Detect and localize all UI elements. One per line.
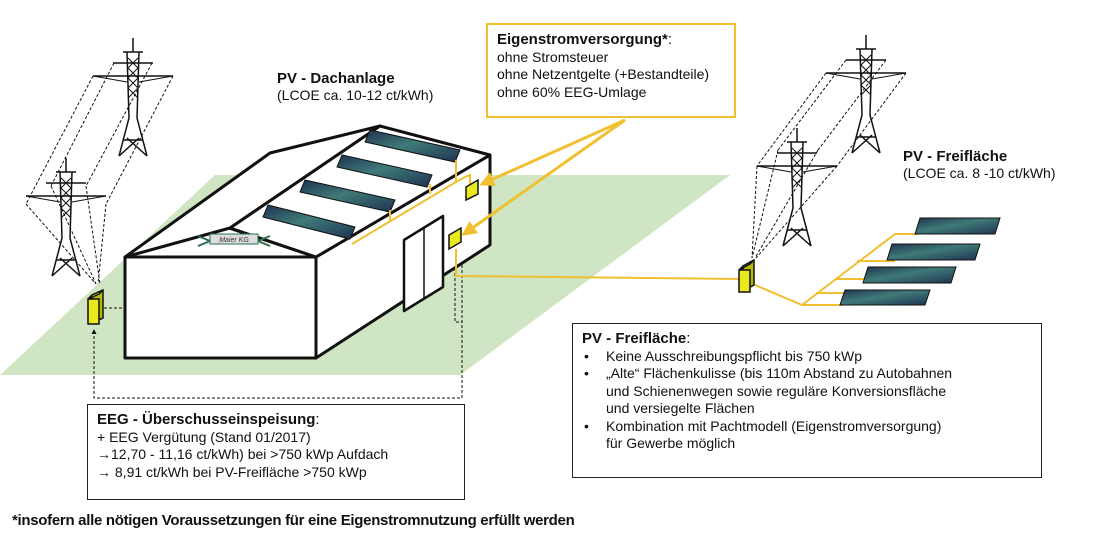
arrow-to-meter-2 bbox=[461, 118, 626, 236]
ground-mounted-label: PV - Freifläche (LCOE ca. 8 -10 ct/kWh) bbox=[903, 148, 1055, 182]
self-supply-line: ohne 60% EEG-Umlage bbox=[497, 83, 647, 100]
cable-to-field bbox=[455, 249, 743, 280]
ground-mounted-title: PV - Freifläche bbox=[903, 148, 1008, 165]
arrow-to-meter-1 bbox=[479, 118, 626, 186]
ground-mounted-lcoe: (LCOE ca. 8 -10 ct/kWh) bbox=[903, 165, 1056, 181]
rooftop-label: PV - Dachanlage (LCOE ca. 10-12 ct/kWh) bbox=[277, 70, 433, 104]
rooftop-lcoe: (LCOE ca. 10-12 ct/kWh) bbox=[277, 87, 434, 103]
feed-in-line: → 8,91 ct/kWh bei PV-Freifläche >750 kWp bbox=[97, 463, 367, 480]
feed-in-line: →12,70 - 11,16 ct/kWh) bei >750 kWp Aufd… bbox=[97, 446, 389, 462]
power-pylon-icon bbox=[92, 37, 174, 157]
self-supply-title: Eigenstromversorgung*: bbox=[497, 31, 673, 48]
solar-panel-icon bbox=[839, 217, 1001, 306]
panel-wiring bbox=[351, 160, 471, 245]
feed-in-box: EEG - Überschusseinspeisung: + EEG Vergü… bbox=[87, 404, 465, 500]
meter-box-icon bbox=[87, 288, 104, 325]
power-lines bbox=[751, 59, 907, 259]
field-wiring bbox=[754, 233, 918, 307]
self-supply-line: ohne Stromsteuer bbox=[497, 48, 609, 65]
power-lines bbox=[25, 62, 174, 285]
feed-in-title: EEG - Überschusseinspeisung: bbox=[97, 411, 320, 428]
ground-mounted-info-box: PV - Freifläche: Keine Ausschreibungspfl… bbox=[572, 323, 1042, 478]
meter-box-icon bbox=[465, 178, 479, 202]
self-supply-line: ohne Netzentgelte (+Bestandteile) bbox=[497, 66, 710, 82]
ground-mounted-info-title: PV - Freifläche: bbox=[582, 330, 691, 347]
solar-panel-icon bbox=[262, 129, 461, 240]
company-sign: Maier KG bbox=[197, 233, 271, 247]
self-supply-box: Eigenstromversorgung*: ohne Stromsteuer … bbox=[486, 23, 736, 118]
meter-box-icon bbox=[738, 258, 755, 293]
meter-box-icon bbox=[448, 226, 462, 251]
bullet-item: Keine Ausschreibungspflicht bis 750 kWp bbox=[582, 348, 1032, 366]
power-pylon-icon bbox=[756, 127, 838, 247]
bullet-item: „Alte“ Flächenkulisse (bis 110m Abstand … bbox=[582, 365, 1032, 418]
factory-building-icon bbox=[123, 124, 492, 360]
rooftop-title: PV - Dachanlage bbox=[277, 70, 395, 87]
footnote: *insofern alle nötigen Voraussetzungen f… bbox=[12, 512, 575, 529]
bullet-item: Kombination mit Pachtmodell (Eigenstromv… bbox=[582, 418, 1032, 453]
feed-in-line: + EEG Vergütung (Stand 01/2017) bbox=[97, 428, 311, 445]
svg-text:Maier KG: Maier KG bbox=[219, 237, 249, 244]
power-pylon-icon bbox=[825, 34, 907, 154]
